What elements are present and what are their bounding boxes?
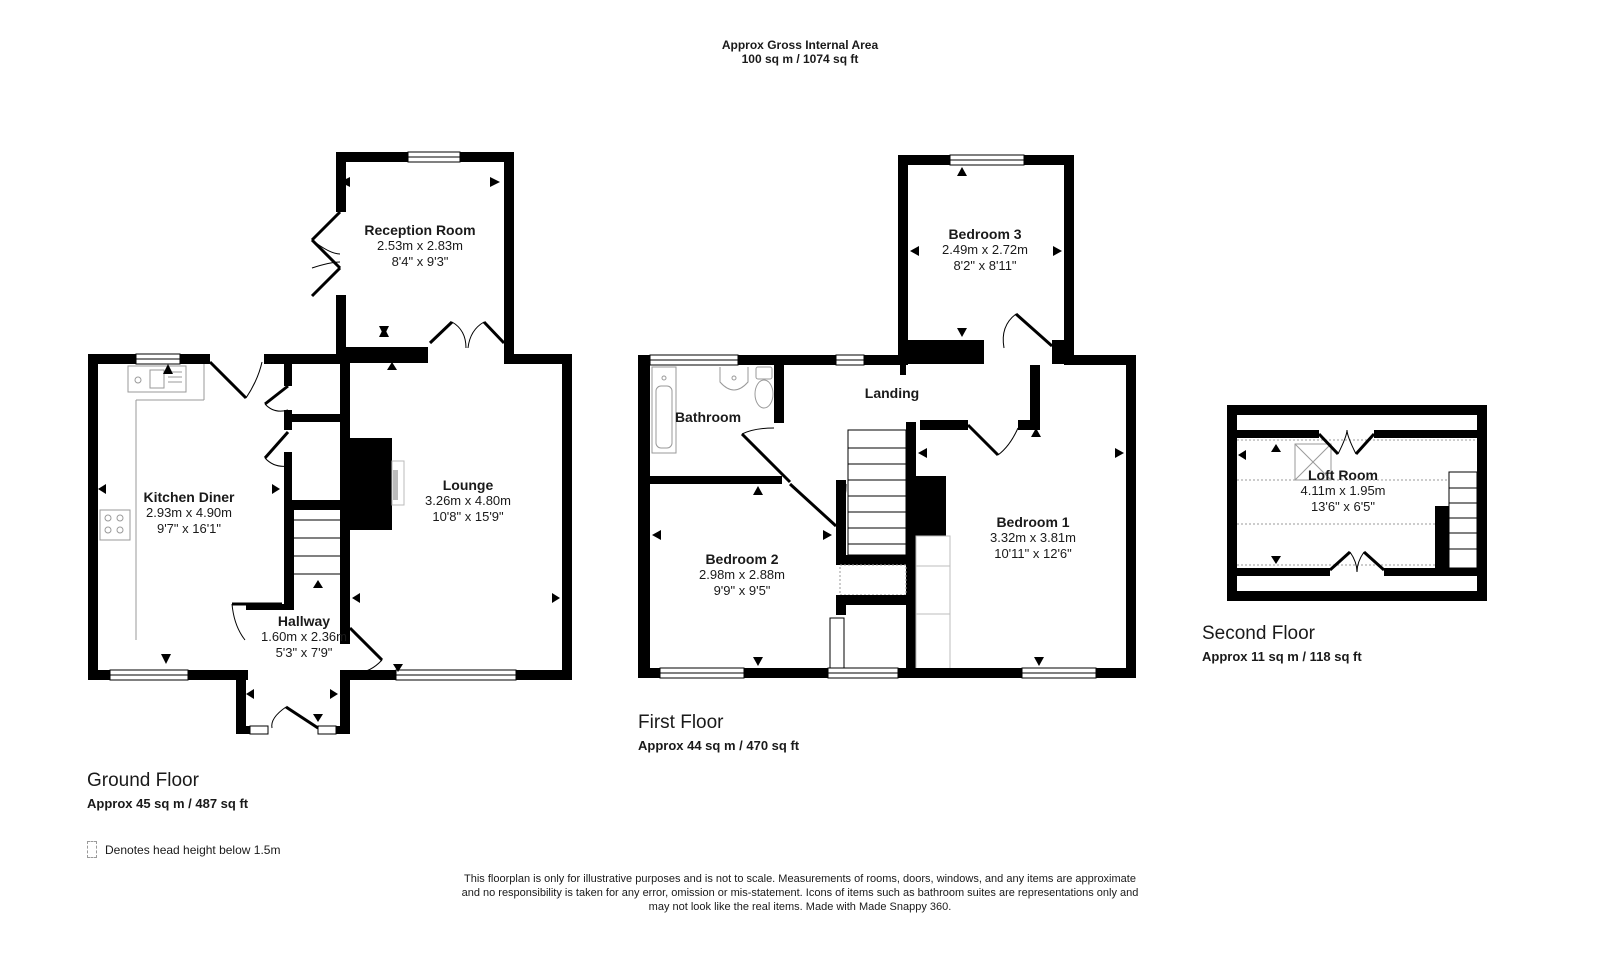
room-imperial: 8'4" x 9'3" (391, 254, 449, 269)
disclaimer-line-3: may not look like the real items. Made w… (648, 901, 952, 913)
room-imperial: 9'7" x 16'1" (156, 521, 222, 536)
room-name: Lounge (442, 477, 494, 493)
room-landing: Landing (865, 385, 919, 401)
room-metric: 3.32m x 3.81m (990, 530, 1076, 545)
room-bedroom-3: Bedroom 3 2.49m x 2.72m 8'2" x 8'11" (942, 226, 1028, 274)
room-name: Bedroom 1 (996, 514, 1070, 530)
room-imperial: 10'11" x 12'6" (994, 546, 1072, 561)
room-name: Loft Room (1308, 467, 1378, 483)
room-name: Bathroom (674, 409, 742, 425)
second-floor-plan (1227, 405, 1487, 601)
room-loft-room: Loft Room 4.11m x 1.95m 13'6" x 6'5" (1300, 467, 1385, 515)
room-metric: 2.98m x 2.88m (699, 567, 785, 582)
room-name: Reception Room (364, 222, 476, 238)
floor-title: Ground Floor (87, 770, 199, 791)
disclaimer: This floorplan is only for illustrative … (0, 872, 1600, 914)
disclaimer-line-1: This floorplan is only for illustrative … (464, 873, 1136, 885)
room-imperial: 8'2" x 8'11" (953, 258, 1017, 273)
disclaimer-line-2: and no responsibility is taken for any e… (461, 887, 1139, 899)
room-metric: 2.53m x 2.83m (376, 238, 463, 253)
ground-floor-plan (88, 151, 572, 735)
gross-internal-area-header: Approx Gross Internal Area 100 sq m / 10… (0, 38, 1600, 66)
room-name: Bedroom 3 (948, 226, 1022, 242)
head-height-legend: Denotes head height below 1.5m (87, 841, 280, 858)
floor-area: Approx 11 sq m / 118 sq ft (1202, 649, 1362, 664)
legend-label: Denotes head height below 1.5m (105, 842, 281, 857)
floor-area: Approx 44 sq m / 470 sq ft (638, 738, 800, 753)
room-imperial: 10'8" x 15'9" (432, 509, 504, 524)
room-name: Hallway (277, 613, 331, 629)
low-head-height-swatch-icon (87, 841, 97, 858)
floor-area: Approx 45 sq m / 487 sq ft (87, 796, 249, 811)
floor-title: Second Floor (1202, 623, 1316, 644)
room-name: Bedroom 2 (705, 551, 779, 567)
room-metric: 2.49m x 2.72m (942, 242, 1028, 257)
room-imperial: 5'3" x 7'9" (275, 645, 333, 660)
room-imperial: 13'6" x 6'5" (1310, 499, 1376, 514)
first-floor-caption: First Floor Approx 44 sq m / 470 sq ft (638, 712, 799, 753)
room-imperial: 9'9" x 9'5" (713, 583, 771, 598)
second-floor-caption: Second Floor Approx 11 sq m / 118 sq ft (1202, 623, 1362, 664)
room-metric: 4.11m x 1.95m (1300, 483, 1386, 498)
room-hallway: Hallway 1.60m x 2.36m 5'3" x 7'9" (261, 613, 347, 661)
room-bathroom: Bathroom (675, 409, 741, 425)
ground-floor-caption: Ground Floor Approx 45 sq m / 487 sq ft (87, 770, 248, 811)
floor-title: First Floor (638, 712, 724, 733)
room-name: Kitchen Diner (143, 489, 235, 505)
room-metric: 1.60m x 2.36m (261, 629, 347, 644)
first-floor-plan (638, 154, 1136, 679)
header-title: Approx Gross Internal Area (721, 38, 879, 52)
room-metric: 3.26m x 4.80m (425, 493, 511, 508)
room-reception-room: Reception Room 2.53m x 2.83m 8'4" x 9'3" (364, 222, 475, 270)
room-bedroom-1: Bedroom 1 3.32m x 3.81m 10'11" x 12'6" (990, 514, 1076, 562)
room-lounge: Lounge 3.26m x 4.80m 10'8" x 15'9" (425, 477, 511, 525)
room-bedroom-2: Bedroom 2 2.98m x 2.88m 9'9" x 9'5" (699, 551, 785, 599)
room-name: Landing (864, 385, 920, 401)
room-metric: 2.93m x 4.90m (145, 505, 232, 520)
header-area: 100 sq m / 1074 sq ft (741, 52, 859, 66)
room-kitchen-diner: Kitchen Diner 2.93m x 4.90m 9'7" x 16'1" (143, 489, 234, 537)
